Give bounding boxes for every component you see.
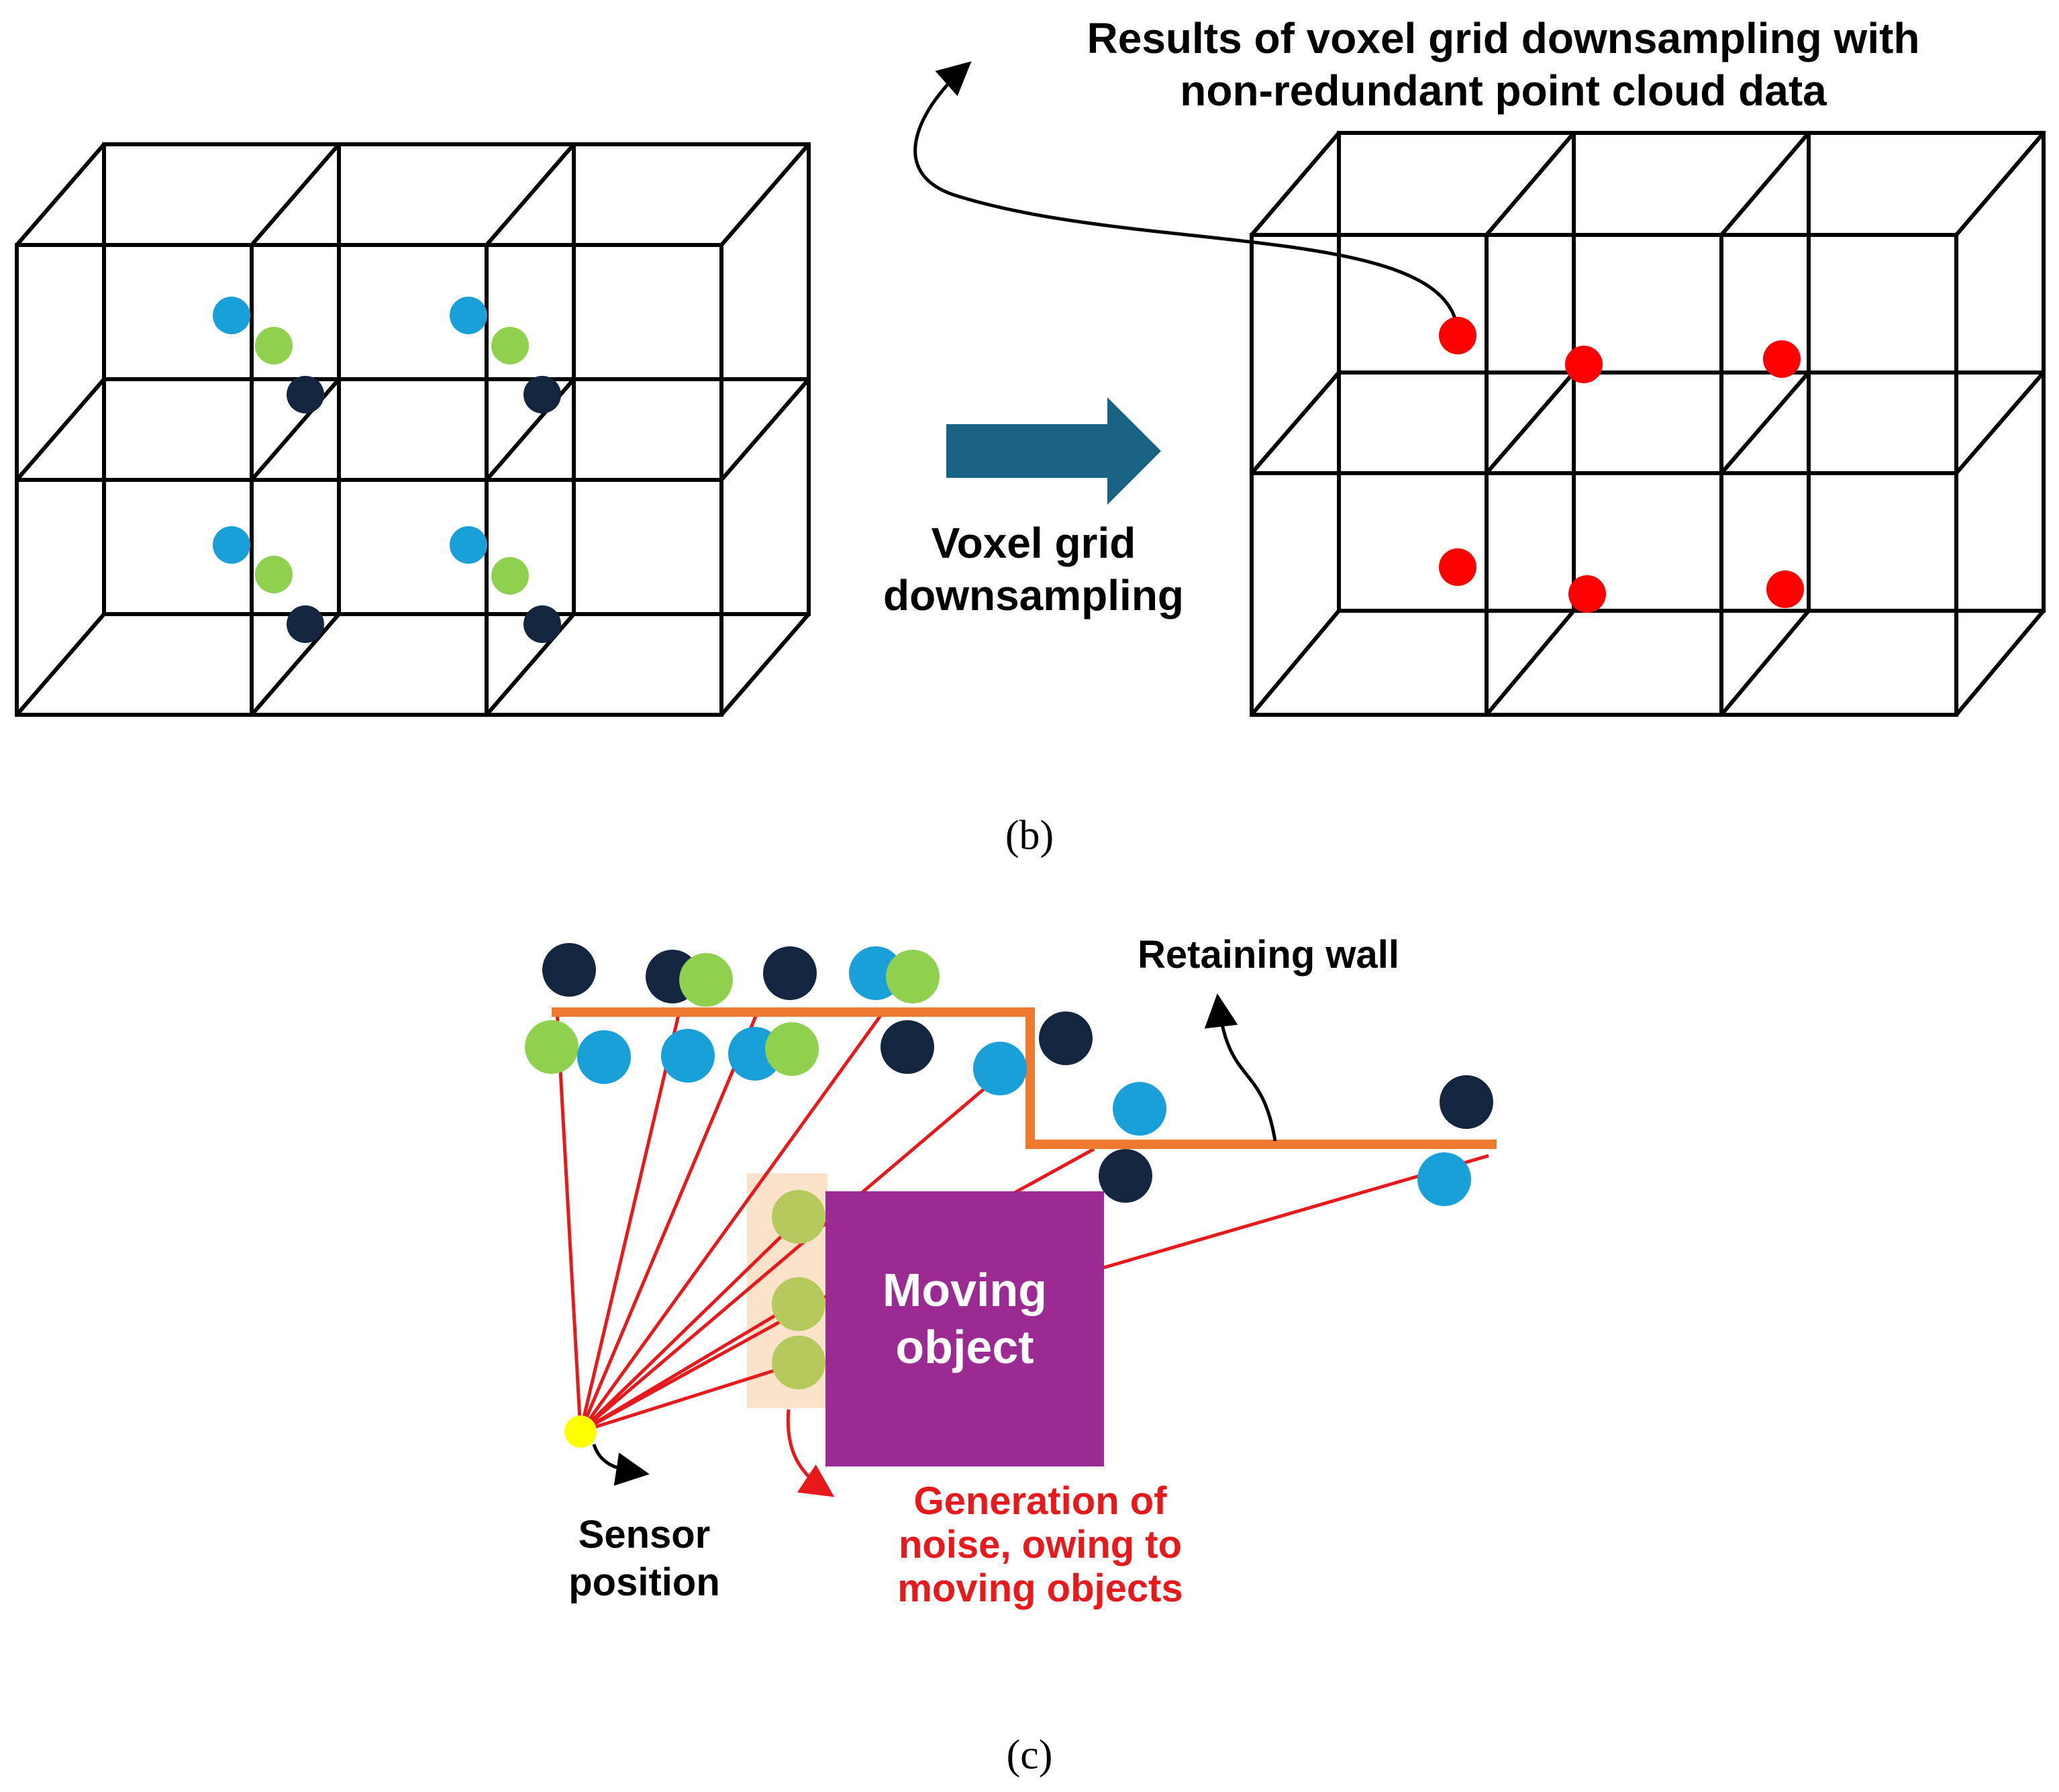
moving-object-label: Moving object	[825, 1262, 1104, 1377]
point-navy	[542, 943, 596, 997]
point-blue	[577, 1030, 631, 1084]
point-navy	[763, 946, 817, 1000]
point-noise	[772, 1190, 825, 1244]
point-green	[255, 556, 293, 593]
downsampled-points	[1439, 317, 1804, 613]
point-red	[1766, 570, 1804, 608]
point-noise	[772, 1336, 825, 1389]
point-blue	[450, 297, 487, 334]
point-green	[765, 1022, 819, 1076]
moving-object-box	[825, 1191, 1104, 1466]
wall-label: Retaining wall	[1138, 933, 1399, 977]
point-green	[525, 1020, 579, 1074]
voxel-grid-before	[15, 142, 811, 717]
point-red	[1439, 548, 1476, 586]
process-arrow	[946, 397, 1161, 505]
arrow-label-line1: Voxel grid	[931, 519, 1136, 567]
point-blue	[213, 297, 250, 334]
noise-label-line1: Generation of	[913, 1479, 1167, 1523]
sensor-label-line2: position	[568, 1560, 720, 1604]
noise-label-arrow	[786, 1409, 835, 1497]
point-green	[679, 953, 733, 1007]
point-blue	[213, 526, 250, 564]
sensor-label-arrow	[592, 1444, 650, 1486]
caption-c: (c)	[1006, 1732, 1053, 1778]
point-blue	[661, 1029, 715, 1083]
retaining-wall	[552, 1007, 1497, 1149]
point-red	[1439, 317, 1476, 354]
wall-label-arrow	[1204, 993, 1277, 1142]
caption-b: (b)	[1005, 813, 1054, 858]
point-blue	[450, 526, 487, 564]
arrow-label-line2: downsampling	[883, 571, 1184, 620]
result-callout-arrow	[913, 61, 1460, 336]
result-label-line1: Results of voxel grid downsampling with	[1087, 14, 1920, 62]
point-navy	[523, 376, 561, 413]
sensor-label-line1: Sensor	[578, 1513, 711, 1556]
moving-object-label-line2: object	[895, 1321, 1034, 1374]
result-label-line2: non-redundant point cloud data	[1180, 66, 1827, 115]
noise-label: Generation of noise, owing to moving obj…	[832, 1479, 1248, 1611]
noise-label-line2: noise, owing to	[898, 1522, 1183, 1566]
voxel-grid-after	[1250, 131, 2046, 717]
point-blue	[973, 1042, 1027, 1095]
point-navy	[523, 605, 561, 643]
moving-object-label-line1: Moving	[883, 1264, 1047, 1316]
point-cluster-bottom-right	[450, 526, 561, 643]
sensor-point	[564, 1415, 597, 1448]
point-cluster-top-right	[450, 297, 561, 413]
result-label: Results of voxel grid downsampling with …	[993, 12, 2013, 117]
point-navy	[1099, 1149, 1152, 1203]
point-red	[1568, 575, 1606, 613]
point-navy	[287, 605, 324, 643]
arrow-label: Voxel grid downsampling	[839, 517, 1228, 621]
point-green	[491, 557, 529, 595]
point-noise	[772, 1277, 825, 1331]
point-navy	[1440, 1075, 1493, 1129]
point-green	[886, 950, 940, 1003]
point-red	[1763, 340, 1801, 378]
point-cluster-top-left	[213, 297, 324, 413]
sensor-label: Sensor position	[530, 1511, 758, 1607]
point-red	[1565, 346, 1603, 383]
point-green	[255, 327, 293, 364]
point-green	[491, 327, 529, 364]
point-navy	[881, 1020, 934, 1074]
wall-points	[525, 943, 1493, 1206]
point-cluster-bottom-left	[213, 526, 324, 643]
noise-label-line3: moving objects	[897, 1566, 1183, 1610]
point-blue	[1113, 1082, 1166, 1136]
point-navy	[1039, 1011, 1093, 1065]
noise-points	[772, 1190, 825, 1389]
point-navy	[287, 376, 324, 413]
point-blue	[1417, 1152, 1471, 1206]
